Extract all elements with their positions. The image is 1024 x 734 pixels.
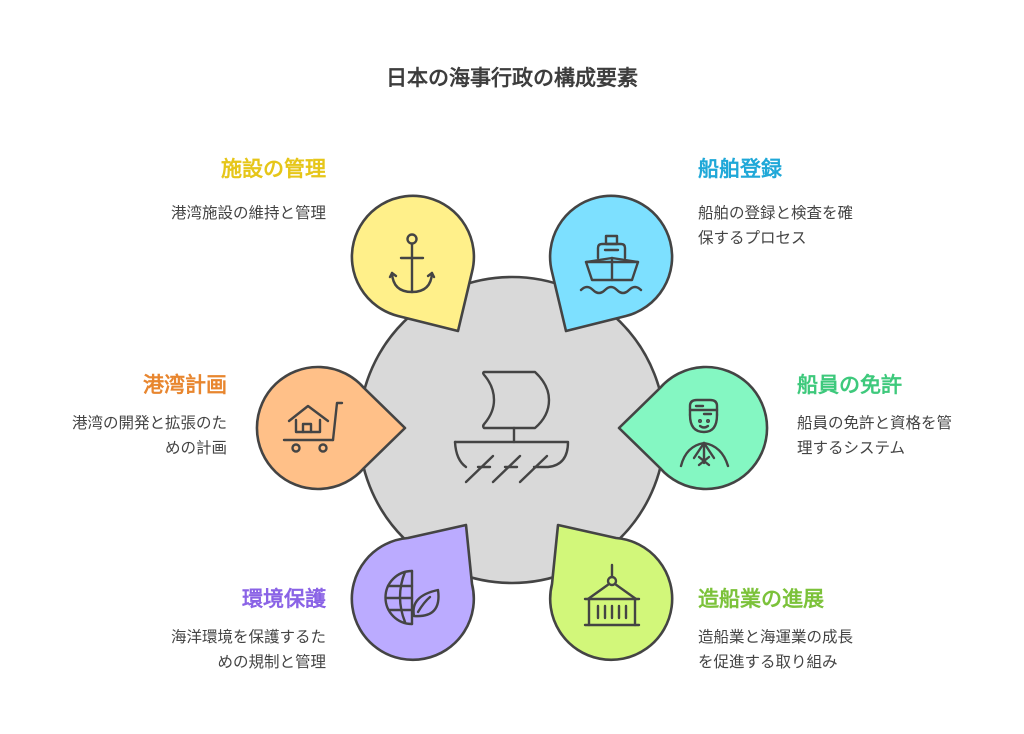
globe-leaf-icon bbox=[384, 569, 440, 626]
desc-line: 造船業と海運業の成長 bbox=[698, 628, 854, 646]
ship-icon bbox=[579, 234, 643, 295]
desc-line: 港湾の開発と拡張のた bbox=[71, 414, 227, 432]
desc-line: 理するシステム bbox=[797, 439, 906, 457]
house-cart-icon bbox=[282, 401, 344, 453]
desc-line: めの規制と管理 bbox=[217, 653, 326, 671]
heading-port-planning: 港湾計画 bbox=[143, 373, 227, 397]
heading-environment: 環境保護 bbox=[242, 587, 326, 611]
heading-facility: 施設の管理 bbox=[221, 157, 326, 181]
desc-facility: 港湾施設の維持と管理 bbox=[171, 201, 326, 226]
desc-shipbuilding: 造船業と海運業の成長 を促進する取り組み bbox=[698, 625, 853, 675]
desc-environment: 海洋環境を保護するた めの規制と管理 bbox=[171, 625, 326, 675]
heading-ship-registration: 船舶登録 bbox=[698, 157, 782, 181]
desc-line: 海洋環境を保護するた bbox=[170, 628, 326, 646]
desc-port-planning: 港湾の開発と拡張のた めの計画 bbox=[72, 411, 227, 461]
desc-line: 船舶の登録と検査を確 bbox=[698, 204, 854, 222]
desc-ship-registration: 船舶の登録と検査を確 保するプロセス bbox=[698, 201, 853, 251]
diagram-title: 日本の海事行政の構成要素 bbox=[386, 66, 638, 90]
desc-line: 港湾施設の維持と管理 bbox=[170, 204, 326, 222]
desc-line: 保するプロセス bbox=[698, 229, 807, 247]
desc-line: 船員の免許と資格を管 bbox=[797, 414, 953, 432]
drop-port-planning[interactable] bbox=[255, 365, 407, 491]
sailing-ship-icon bbox=[453, 370, 570, 484]
heading-crew-license: 船員の免許 bbox=[797, 373, 902, 397]
drop-shipbuilding[interactable] bbox=[548, 523, 674, 662]
desc-line: めの計画 bbox=[164, 439, 227, 457]
heading-shipbuilding: 造船業の進展 bbox=[698, 587, 824, 611]
container-crane-icon bbox=[583, 563, 641, 627]
anchor-icon bbox=[388, 233, 436, 294]
desc-line: を促進する取り組み bbox=[698, 653, 838, 671]
desc-crew-license: 船員の免許と資格を管 理するシステム bbox=[797, 411, 952, 461]
sailor-icon bbox=[679, 398, 730, 468]
